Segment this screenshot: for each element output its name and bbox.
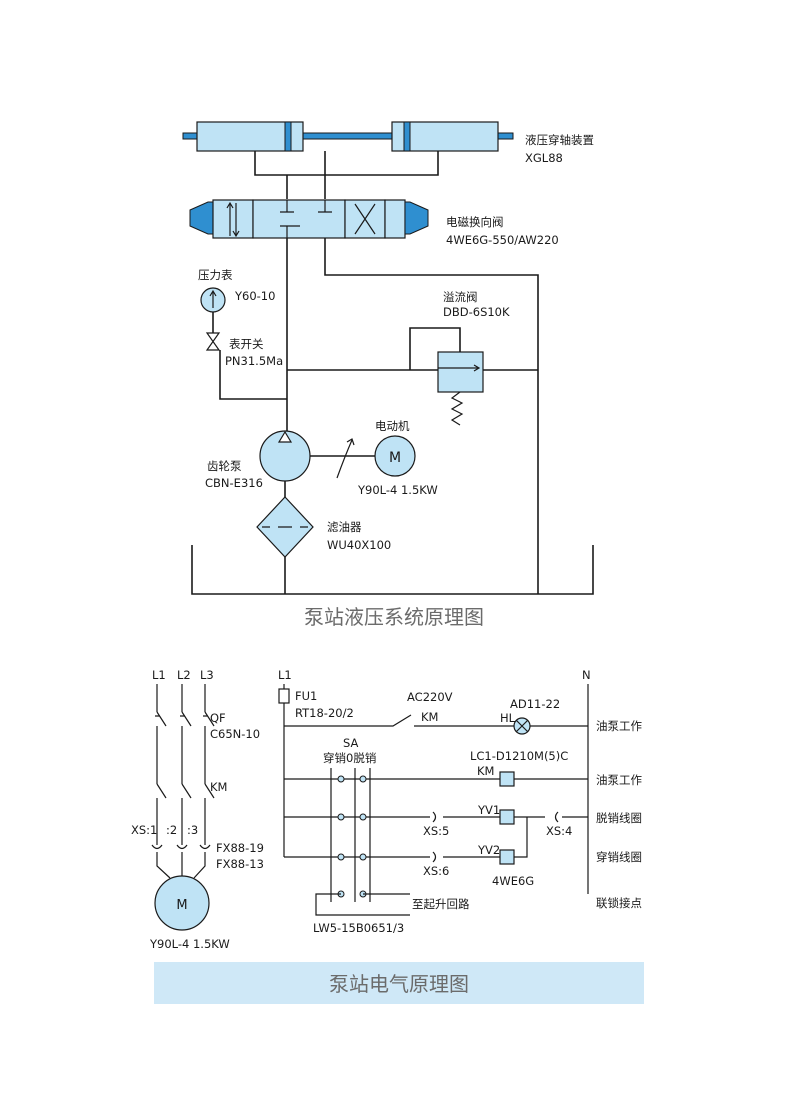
fu1-label: FU1: [295, 689, 317, 703]
motor-name: 电动机: [375, 419, 410, 433]
xs6-label: XS:6: [423, 864, 449, 878]
right-label-release-coil: 脱销线圈: [596, 811, 642, 825]
km-label: KM: [210, 780, 227, 794]
gauge-name: 压力表: [198, 268, 233, 282]
contactor-km: [156, 783, 215, 799]
left-piston: [284, 121, 292, 152]
fu1-model: RT18-20/2: [295, 706, 354, 720]
gauge-switch: [205, 332, 221, 351]
lift-label: 至起升回路: [412, 897, 470, 911]
cylinder-name: 液压穿轴装置: [525, 133, 594, 147]
right-label-insert-coil: 穿销线圈: [596, 850, 642, 864]
gauge-model: Y60-10: [234, 289, 275, 303]
relief-name: 溢流阀: [443, 290, 478, 304]
relief-valve: [437, 351, 484, 393]
xs5-label: XS:5: [423, 824, 449, 838]
km-coil: [499, 771, 515, 787]
filter-model: WU40X100: [327, 538, 391, 552]
motor-e-symbol: M: [176, 898, 187, 913]
gauge-switch-name: 表开关: [229, 337, 264, 351]
lc1-label: LC1-D1210M(5)C: [470, 749, 568, 763]
cylinder-rod: [182, 132, 514, 140]
fx2-label: FX88-13: [216, 857, 264, 871]
right-label-pump-work-2: 油泵工作: [596, 773, 642, 787]
sa-label: SA: [343, 736, 359, 750]
control-l1: L1: [278, 668, 292, 682]
hydraulic-diagram: M 液压穿轴装置 XGL88 电磁换向阀 4WE6G-550/AW220 压力表…: [182, 121, 594, 629]
valve-e-model: 4WE6G: [492, 874, 534, 888]
breaker-qf: [156, 711, 215, 727]
fuse-fu1: [278, 688, 290, 704]
lamp-model: AD11-22: [510, 697, 560, 711]
pump-model: CBN-E316: [205, 476, 263, 490]
selector-switch-sa: [330, 768, 371, 902]
electrical-diagram: L1 L2 L3 M QF C65N-10 KM XS:1 :2 :3 FX88…: [131, 668, 644, 1004]
xs4-label: XS:4: [546, 824, 572, 838]
yv2-coil: [499, 849, 515, 865]
motor-electrical: [154, 875, 210, 931]
electrical-title: 泵站电气原理图: [329, 972, 469, 996]
motor-e-model: Y90L-4 1.5KW: [149, 937, 230, 951]
gauge-switch-model: PN31.5Ma: [225, 354, 283, 368]
yv2-label: YV2: [477, 843, 500, 857]
km-coil-label: KM: [477, 764, 494, 778]
electrical-title-band: [154, 962, 644, 1004]
yv1-label: YV1: [477, 803, 500, 817]
neutral-n: N: [582, 668, 591, 682]
phase-l3: L3: [200, 668, 214, 682]
ac-label: AC220V: [407, 690, 453, 704]
motor-hydraulic: [374, 435, 416, 477]
lw5-label: LW5-15B0651/3: [313, 921, 404, 935]
phase-l1: L1: [152, 668, 166, 682]
right-label-interlock: 联锁接点: [596, 896, 642, 910]
xs2-label: :2: [166, 823, 177, 837]
motor-model: Y90L-4 1.5KW: [357, 483, 438, 497]
xs1-label: XS:1: [131, 823, 157, 837]
valve-name: 电磁换向阀: [446, 215, 504, 229]
sa-desc: 穿销0脱销: [323, 751, 376, 765]
pump-name: 齿轮泵: [207, 459, 242, 473]
cylinder-model: XGL88: [525, 151, 563, 165]
valve-model: 4WE6G-550/AW220: [446, 233, 559, 247]
qf-label: QF: [210, 711, 226, 725]
relief-model: DBD-6S10K: [443, 305, 510, 319]
right-piston: [403, 121, 411, 152]
oil-tank: [191, 545, 594, 595]
motor-symbol: M: [389, 450, 401, 466]
right-label-pump-work-1: 油泵工作: [596, 719, 642, 733]
filter-name: 滤油器: [327, 520, 362, 534]
hydraulic-title: 泵站液压系统原理图: [304, 605, 484, 629]
hl-label: HL: [500, 711, 516, 725]
yv1-coil: [499, 809, 515, 825]
phase-l2: L2: [177, 668, 191, 682]
km-contact-label: KM: [421, 710, 438, 724]
qf-model: C65N-10: [210, 727, 260, 741]
solenoid-valve: [189, 199, 429, 239]
fx1-label: FX88-19: [216, 841, 264, 855]
xs3-label: :3: [187, 823, 198, 837]
